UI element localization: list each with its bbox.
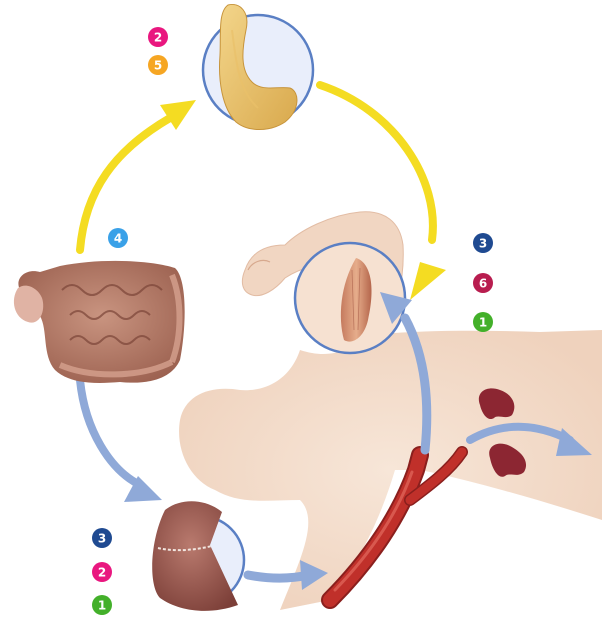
intestine-badges: 4 [108,228,128,248]
liver-badges: 3 2 1 [92,528,112,615]
badge-3: 3 [92,528,112,548]
badge-1: 1 [473,312,493,332]
svg-text:5: 5 [154,59,162,73]
arrow-intestine-to-pancreas [80,100,196,250]
badge-6: 6 [473,273,493,293]
svg-text:4: 4 [114,232,122,246]
pancreas-circle [203,4,313,129]
svg-text:3: 3 [479,237,487,251]
pancreas-badges: 5 2 [148,27,168,75]
svg-text:2: 2 [98,566,106,580]
arrow-intestine-to-liver [80,380,162,502]
liver-circle [152,501,244,611]
svg-text:3: 3 [98,532,106,546]
svg-text:1: 1 [98,599,106,613]
badge-4: 4 [108,228,128,248]
svg-text:6: 6 [479,277,487,291]
muscle-badges: 3 6 1 [473,233,493,332]
badge-3: 3 [473,233,493,253]
badge-5: 5 [148,55,168,75]
svg-text:1: 1 [479,316,487,330]
badge-1: 1 [92,595,112,615]
svg-text:2: 2 [154,31,162,45]
badge-2: 2 [148,27,168,47]
badge-2: 2 [92,562,112,582]
intestine-icon [14,261,185,383]
